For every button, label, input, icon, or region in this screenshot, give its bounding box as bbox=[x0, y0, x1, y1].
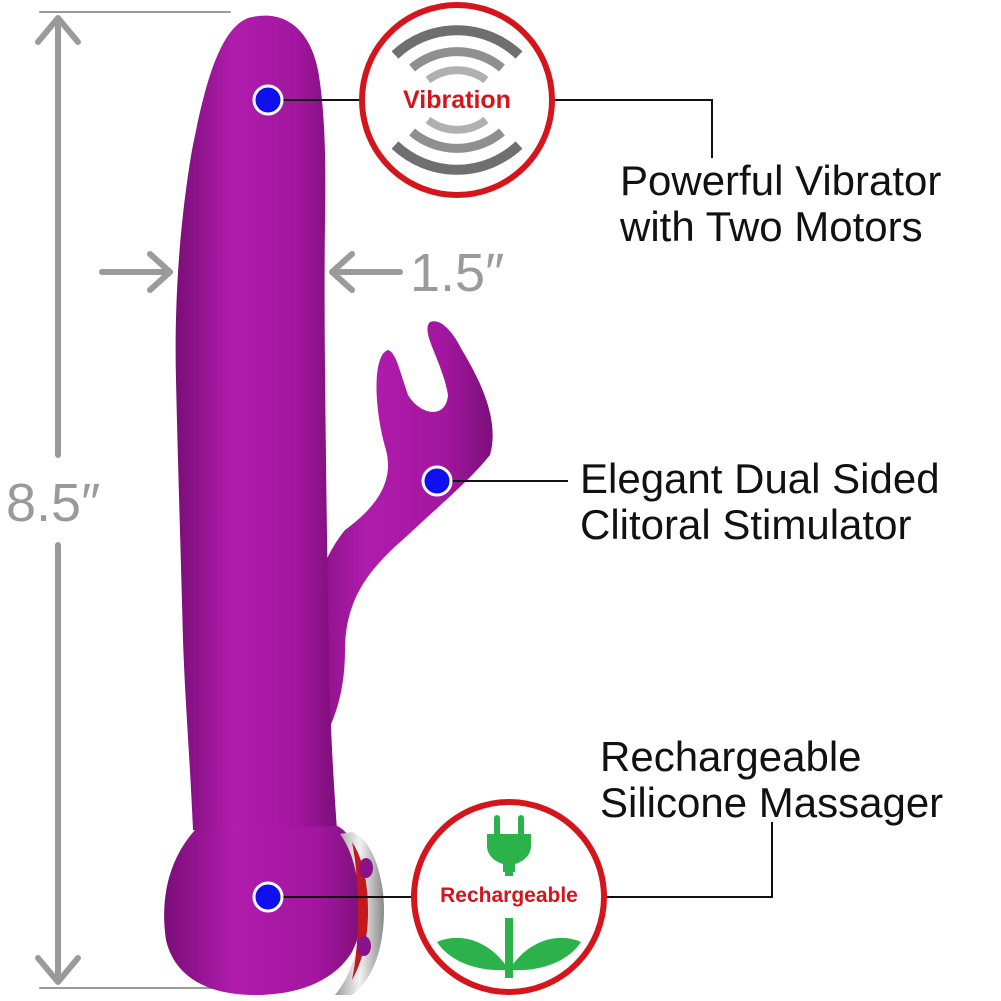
callout-stimulator-line-2: Clitoral Stimulator bbox=[580, 501, 912, 548]
marker-massager bbox=[252, 881, 284, 913]
callout-massager-line-1: Rechargeable bbox=[600, 733, 862, 780]
callout-vibrator-line-2: with Two Motors bbox=[620, 203, 923, 250]
callout-stimulator: Elegant Dual Sided Clitoral Stimulator bbox=[580, 456, 940, 548]
control-button-bottom bbox=[357, 936, 371, 956]
callout-vibrator: Powerful Vibrator with Two Motors bbox=[620, 158, 941, 250]
callout-vibrator-line-1: Powerful Vibrator bbox=[620, 157, 942, 204]
width-dimension-arrows bbox=[99, 251, 403, 293]
marker-vibrator bbox=[252, 84, 284, 116]
plug-plant-icon bbox=[437, 815, 581, 978]
shaft-shape bbox=[175, 15, 337, 830]
callout-massager-line-2: Silicone Massager bbox=[600, 779, 944, 826]
control-button-top bbox=[359, 858, 373, 878]
vibration-badge bbox=[359, 2, 555, 198]
clitoral-arm-shape bbox=[298, 321, 493, 770]
vibration-badge-label: Vibration bbox=[403, 86, 511, 114]
callout-leaders bbox=[283, 99, 773, 898]
width-label: 1.5″ bbox=[410, 243, 505, 303]
length-dimension-line bbox=[35, 11, 231, 989]
rechargeable-badge bbox=[411, 799, 607, 995]
callout-stimulator-line-1: Elegant Dual Sided bbox=[580, 455, 940, 502]
rechargeable-badge-label: Rechargeable bbox=[440, 884, 578, 907]
marker-stimulator bbox=[421, 465, 453, 497]
vibration-waves-icon bbox=[391, 25, 523, 175]
length-label: 8.5″ bbox=[6, 473, 101, 533]
callout-massager: Rechargeable Silicone Massager bbox=[600, 734, 943, 826]
